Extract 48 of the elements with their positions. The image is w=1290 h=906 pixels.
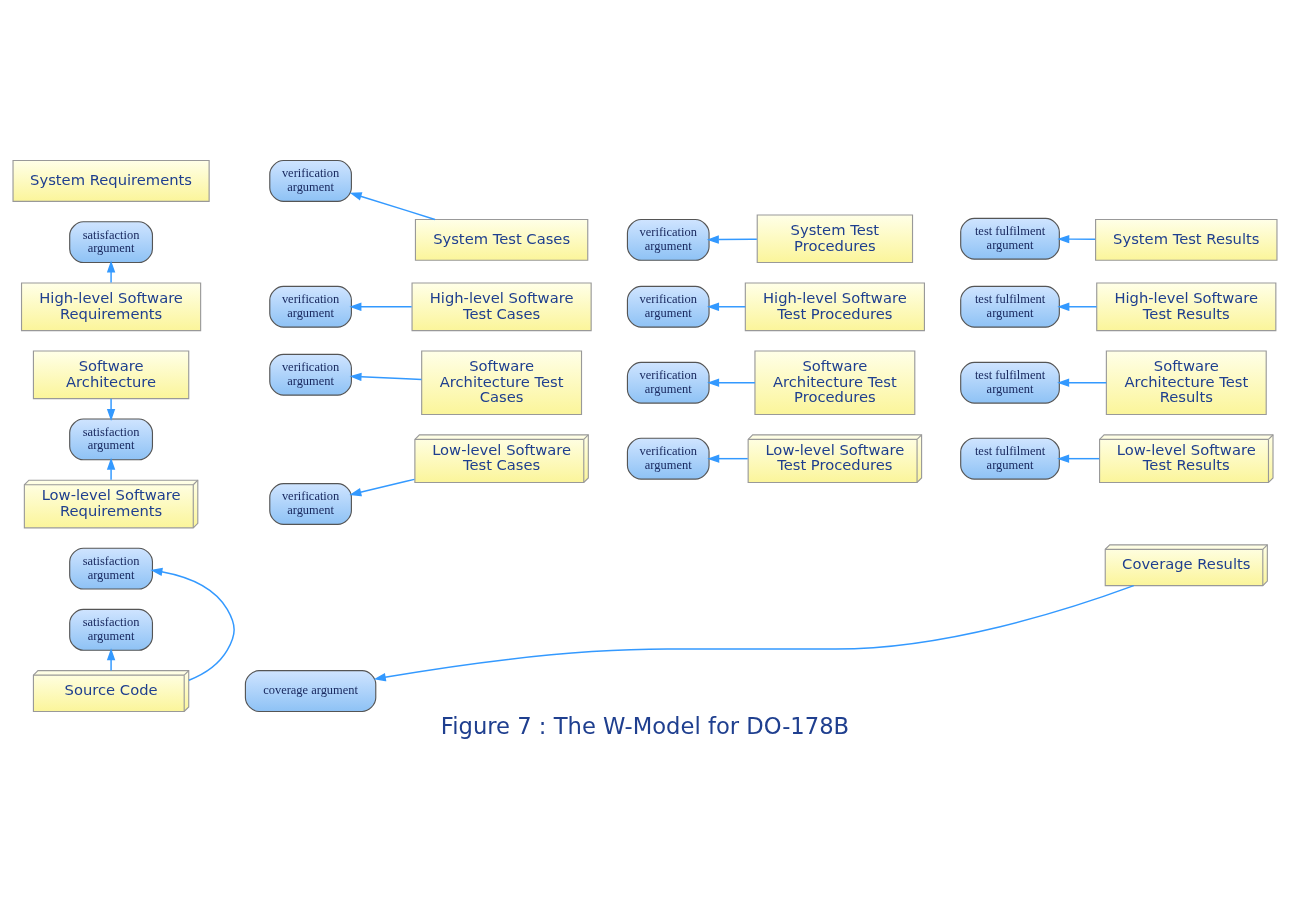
node-box: verification argument — [269, 483, 352, 525]
arrow — [1057, 378, 1108, 387]
node-box: High-level Software Test Procedures — [744, 282, 925, 332]
node-box: verification argument — [626, 285, 710, 328]
arrow — [706, 235, 758, 244]
node-box: satisfaction argument — [69, 547, 154, 590]
arrow — [1057, 302, 1098, 311]
node-box: coverage argument — [244, 670, 377, 713]
node-box: Software Architecture Test Procedures — [754, 350, 916, 416]
arrow — [349, 478, 416, 497]
arrow — [106, 648, 116, 672]
node-box: Software Architecture Test Results — [1105, 350, 1267, 416]
node-box: System Test Procedures — [756, 214, 914, 264]
node-box: test fulfilment argument — [960, 217, 1060, 260]
node-box: satisfaction argument — [69, 608, 154, 651]
node-box: verification argument — [269, 353, 352, 396]
arrow — [707, 302, 747, 311]
node-box: High-level Software Requirements — [20, 282, 202, 332]
node-box: High-level Software Test Results — [1096, 282, 1277, 332]
node-box: Software Architecture Test Cases — [421, 350, 583, 416]
node-box: verification argument — [626, 361, 710, 404]
node-box: satisfaction argument — [69, 221, 154, 264]
node-box: System Test Cases — [414, 218, 589, 261]
arrow — [373, 584, 1135, 682]
node-box: test fulfilment argument — [960, 361, 1060, 404]
arrow — [707, 454, 749, 463]
node-box: Software Architecture — [32, 350, 190, 400]
node-box: High-level Software Test Cases — [411, 282, 592, 332]
caption: Figure 7 : The W-Model for DO-178B — [440, 713, 850, 740]
arrow — [150, 567, 235, 682]
node-box: test fulfilment argument — [960, 285, 1060, 328]
arrow — [349, 192, 436, 221]
node-box: satisfaction argument — [69, 418, 154, 461]
arrow — [707, 378, 756, 387]
arrow — [1057, 454, 1100, 463]
node-box: verification argument — [626, 437, 710, 480]
arrow — [349, 372, 423, 382]
node-box: verification argument — [269, 159, 352, 202]
arrow — [349, 302, 413, 311]
node-box: test fulfilment argument — [960, 437, 1060, 480]
arrow — [1057, 234, 1096, 244]
arrow — [106, 457, 116, 481]
arrow — [106, 260, 116, 284]
arrow — [106, 398, 116, 421]
node-box: verification argument — [269, 285, 352, 328]
node-box: System Test Results — [1095, 218, 1278, 261]
node-box: verification argument — [626, 218, 710, 261]
node-box: System Requirements — [12, 159, 210, 202]
